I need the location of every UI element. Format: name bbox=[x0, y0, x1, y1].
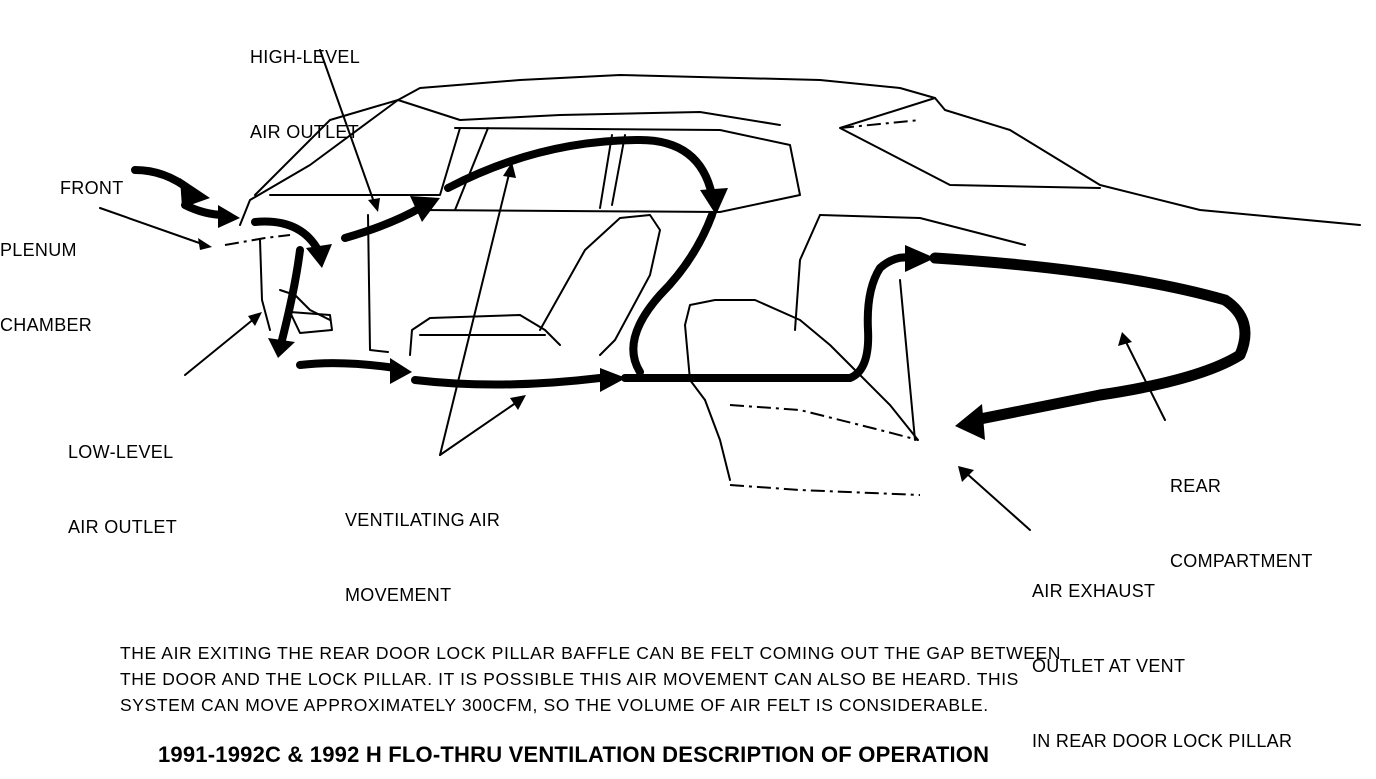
label-line: MOVEMENT bbox=[345, 585, 452, 605]
label-line: REAR bbox=[1170, 476, 1222, 496]
label-line: OUTLET AT VENT bbox=[1032, 656, 1186, 676]
rear-compartment-label: REAR COMPARTMENT bbox=[1170, 424, 1313, 599]
airflow-arrows bbox=[131, 136, 1251, 440]
label-line: AIR OUTLET bbox=[250, 122, 360, 142]
description-line: THE AIR EXITING THE REAR DOOR LOCK PILLA… bbox=[120, 643, 1061, 663]
description-line: THE DOOR AND THE LOCK PILLAR. IT IS POSS… bbox=[120, 669, 1019, 689]
label-line: FRONT bbox=[60, 178, 124, 198]
label-line: PLENUM bbox=[0, 240, 77, 260]
low-level-air-outlet-label: LOW-LEVEL AIR OUTLET bbox=[68, 390, 177, 565]
plenum-chamber-label: PLENUM CHAMBER bbox=[0, 188, 92, 363]
label-line: LOW-LEVEL bbox=[68, 442, 174, 462]
label-line: COMPARTMENT bbox=[1170, 551, 1313, 571]
air-exhaust-outlet-label: AIR EXHAUST OUTLET AT VENT IN REAR DOOR … bbox=[1032, 529, 1292, 779]
leader-lines bbox=[99, 49, 1166, 531]
front-label: FRONT bbox=[60, 126, 124, 226]
label-line: VENTILATING AIR bbox=[345, 510, 501, 530]
high-level-air-outlet-label: HIGH-LEVEL AIR OUTLET bbox=[250, 0, 360, 170]
label-line: AIR EXHAUST bbox=[1032, 581, 1156, 601]
description-line: SYSTEM CAN MOVE APPROXIMATELY 300CFM, SO… bbox=[120, 695, 989, 715]
ventilating-air-movement-label: VENTILATING AIR MOVEMENT bbox=[345, 458, 500, 633]
car-outline bbox=[239, 74, 1361, 441]
label-line: AIR OUTLET bbox=[68, 517, 178, 537]
label-line: HIGH-LEVEL bbox=[250, 47, 361, 67]
figure-caption: 1991-1992C & 1992 H FLO-THRU VENTILATION… bbox=[158, 742, 990, 767]
rear-seat bbox=[684, 299, 921, 496]
label-line: IN REAR DOOR LOCK PILLAR bbox=[1032, 731, 1293, 751]
label-line: CHAMBER bbox=[0, 315, 93, 335]
front-seat bbox=[409, 214, 661, 356]
description-text: THE AIR EXITING THE REAR DOOR LOCK PILLA… bbox=[120, 640, 1061, 718]
plenum-chamber bbox=[224, 234, 333, 334]
